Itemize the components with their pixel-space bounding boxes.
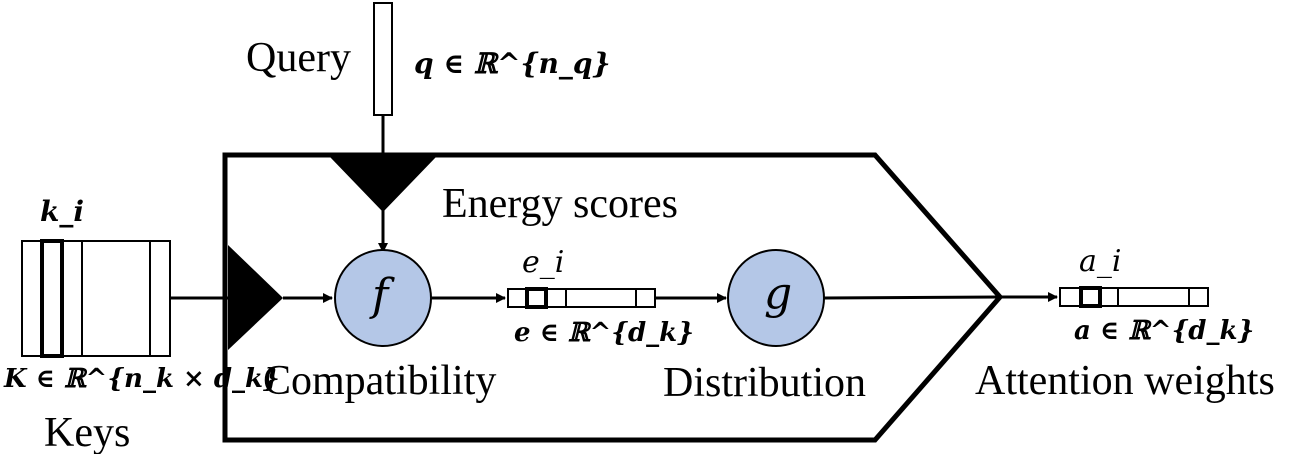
keys-label: Keys [44,410,131,454]
query-input-triangle [330,157,436,212]
distribution-label: Distribution [663,360,867,406]
key-vector-ki [40,239,64,358]
keys-math-text: K ∈ ℝ^{n_k × d_k} [4,364,280,394]
energy-scores-label: Energy scores [442,181,678,227]
distribution-node-letter: g [764,268,793,319]
energy-element-ei [525,287,548,309]
attention-vector [1059,287,1209,307]
compatibility-label: Compatibility [263,358,497,404]
keys-input-triangle [228,245,283,350]
energy-math-text: e ∈ ℝ^{d_k} [514,318,694,348]
energy-vector [507,288,656,308]
energy-element-label: e_i [522,245,565,280]
keys-math-label: K ∈ ℝ^{n_k × d_k} [4,366,280,392]
query-math-text: q ∈ ℝ^{n_q} [414,47,611,80]
g-to-output-line [823,295,1001,300]
query-vector-bar [373,2,393,116]
attention-math-label: a ∈ ℝ^{d_k} [1074,318,1254,344]
attention-weights-label: Attention weights [975,358,1275,404]
key-vector-label: k_i [40,195,85,228]
keys-matrix [21,240,171,357]
query-label: Query [246,35,351,81]
energy-math-label: e ∈ ℝ^{d_k} [514,320,694,346]
attention-element-label: a_i [1079,244,1122,279]
attention-element-ai [1079,286,1102,308]
compatibility-node-letter: f [372,270,389,321]
attention-math-text: a ∈ ℝ^{d_k} [1074,316,1255,346]
attention-module-frame [222,152,1004,443]
query-math-label: q ∈ ℝ^{n_q} [414,50,610,78]
